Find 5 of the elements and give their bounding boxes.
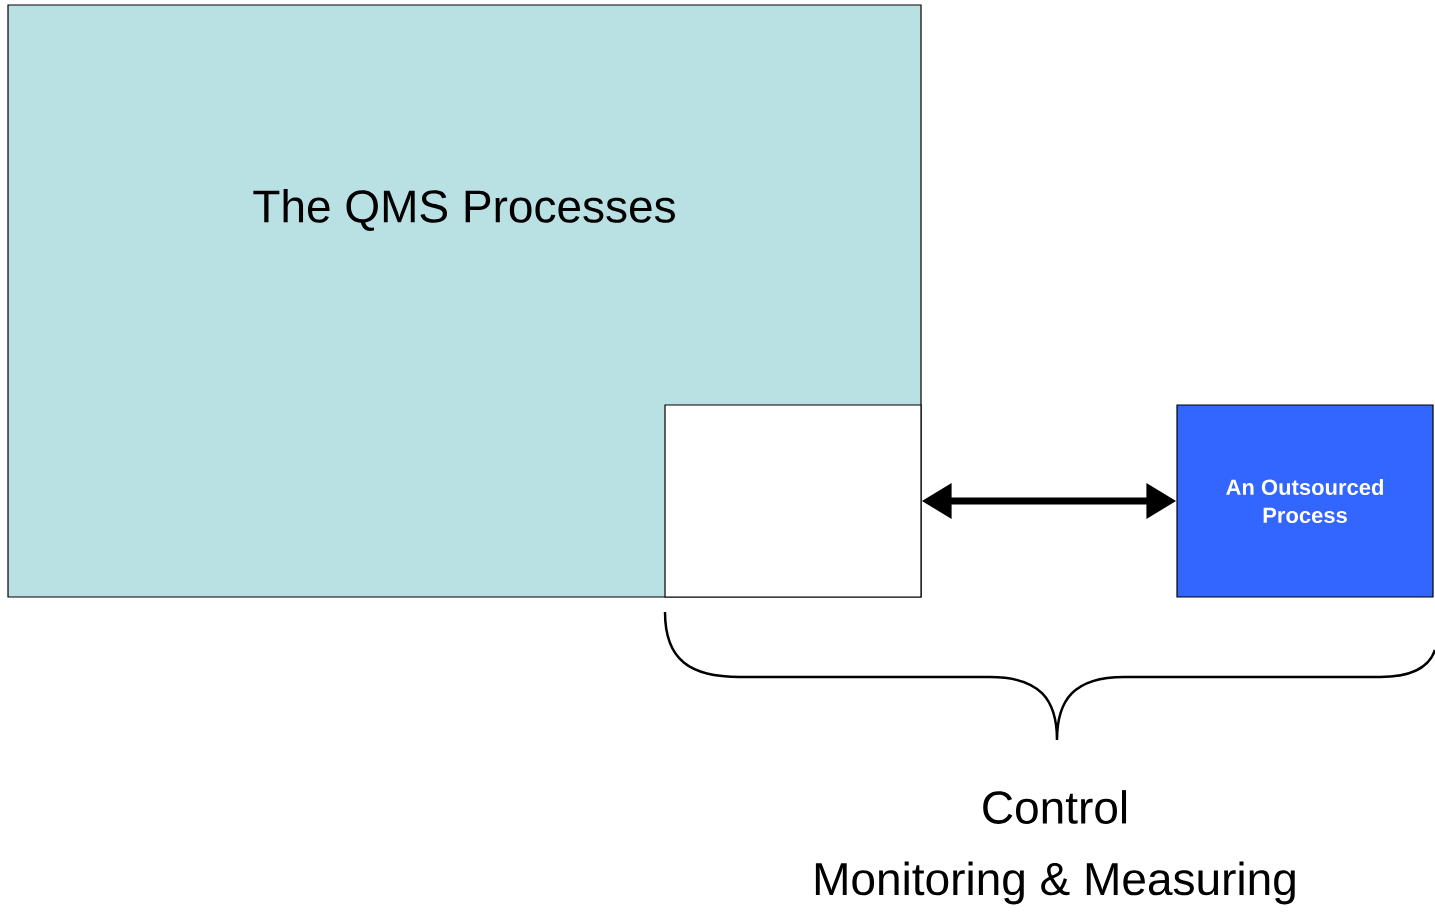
caption-text: Monitoring & Measuring: [815, 861, 1295, 905]
process-box: The QMS Processes: [7, 4, 922, 598]
process-box: An Outsourced Process: [1176, 404, 1434, 598]
process-box: [664, 404, 922, 598]
caption-text: Control: [983, 790, 1127, 824]
